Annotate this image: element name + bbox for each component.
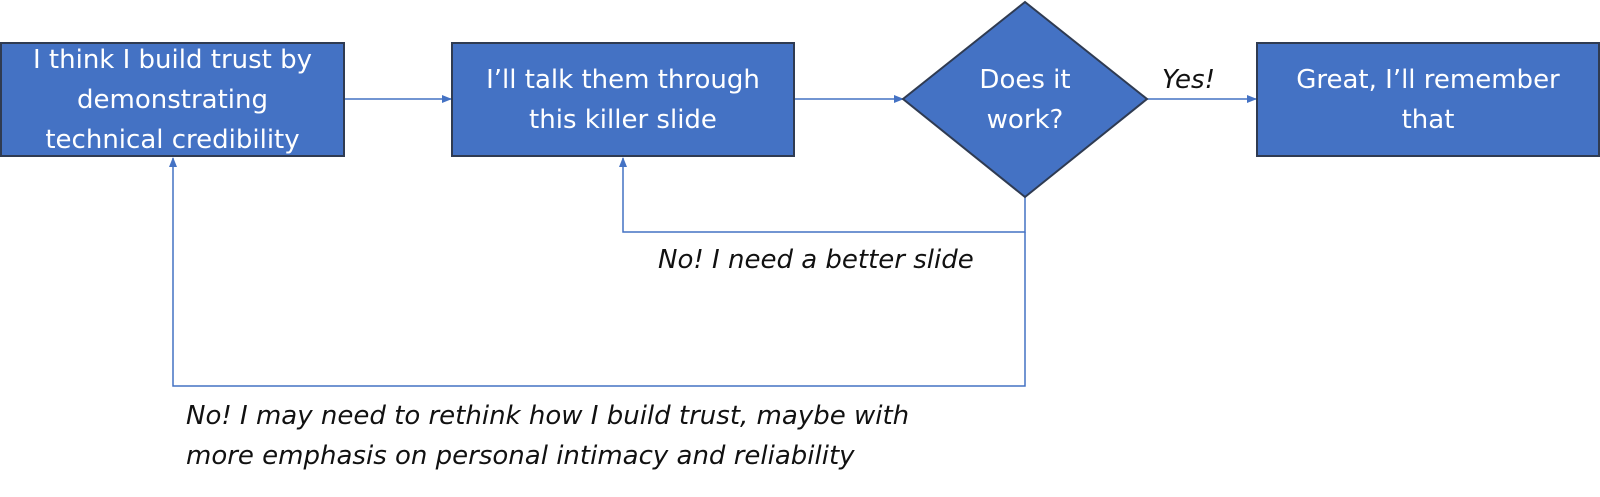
slide-box-line-1: I’ll talk them through [486, 64, 760, 95]
no-rethink-trust-line-1: No! I may need to rethink how I build tr… [186, 401, 910, 431]
end-box-line-1: Great, I’ll remember [1296, 64, 1560, 95]
decision-label: Does it work? [905, 60, 1145, 140]
start-box: I think I build trust by demonstrating t… [0, 42, 345, 157]
end-box: Great, I’ll remember that [1256, 42, 1600, 157]
decision-label-line-1: Does it [979, 65, 1071, 95]
no-rethink-trust-label: No! I may need to rethink how I build tr… [186, 396, 909, 476]
no-rethink-trust-line-2: more emphasis on personal intimacy and r… [186, 441, 855, 471]
decision-diamond [901, 0, 1149, 199]
start-box-line-3: technical credibility [45, 124, 300, 155]
arrow-decision-to-slide [619, 157, 1026, 233]
slide-box: I’ll talk them through this killer slide [451, 42, 795, 157]
yes-label: Yes! [1162, 65, 1215, 95]
arrow-decision-to-start [169, 157, 1026, 387]
no-better-slide-label: No! I need a better slide [658, 245, 974, 275]
slide-box-line-2: this killer slide [529, 104, 717, 135]
start-box-line-1: I think I build trust by [32, 44, 313, 75]
end-box-line-2: that [1401, 104, 1455, 135]
start-box-line-2: demonstrating [77, 84, 268, 115]
decision-label-line-2: work? [986, 105, 1064, 135]
